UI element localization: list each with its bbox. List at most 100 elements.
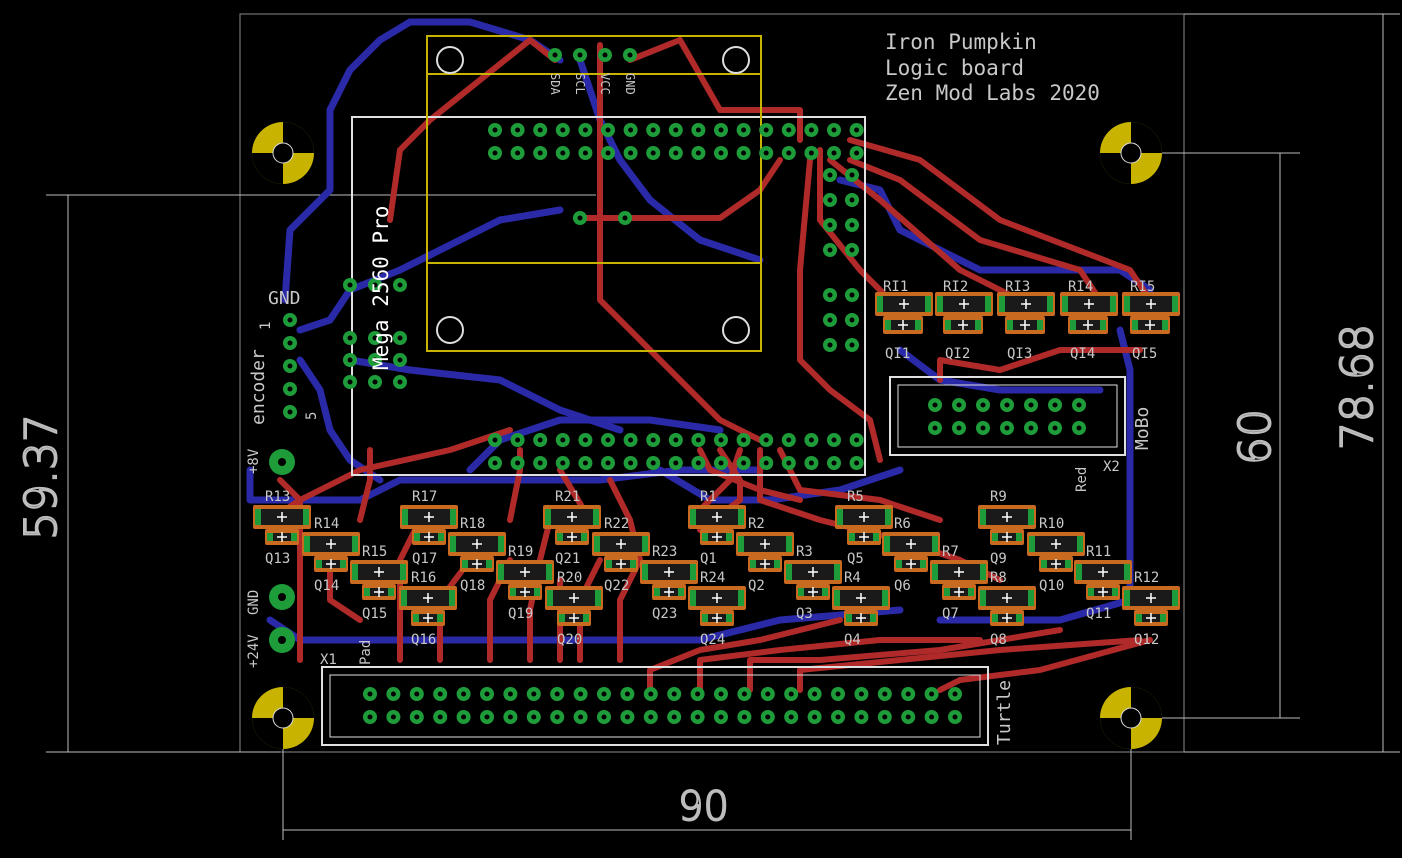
mega-side-pin [823, 168, 837, 182]
part-label: QI2 [945, 346, 970, 362]
x1-pin [573, 687, 588, 701]
transistor [412, 529, 446, 545]
x1-pin [597, 710, 611, 724]
part-label: Q24 [700, 632, 725, 648]
mega-pin [804, 433, 819, 447]
part-label: R11 [1086, 544, 1111, 560]
part-label: R13 [265, 489, 290, 505]
x1-pin [901, 710, 916, 724]
transistor-qi [943, 316, 983, 334]
x1-pin [667, 687, 682, 701]
x1-pin [737, 687, 752, 701]
mega-side-pin [845, 193, 859, 207]
x1-pin [760, 687, 775, 701]
header-pin [393, 375, 407, 389]
transistor [604, 556, 638, 572]
x1-pin [526, 710, 541, 724]
transistor [844, 610, 878, 626]
transistor [508, 584, 542, 600]
title-line-3: Zen Mod Labs 2020 [885, 81, 1100, 105]
mega-pin [849, 123, 864, 137]
x2-pin [976, 398, 990, 412]
part-label: Q6 [894, 578, 911, 594]
resistor [302, 532, 360, 556]
x1-pin [526, 687, 541, 701]
header-pin [393, 278, 407, 292]
header-pin [393, 331, 407, 345]
part-label: Q17 [412, 551, 437, 567]
part-label: Q1 [700, 551, 717, 567]
transistor [265, 529, 299, 545]
x1-pin [433, 710, 448, 724]
jumper-pad [618, 211, 632, 225]
header-pin [368, 375, 382, 389]
part-label: Q5 [847, 551, 864, 567]
mega-side-pin [845, 168, 859, 182]
x1-pin [503, 710, 518, 724]
transistor [362, 584, 396, 600]
power-terminal [269, 584, 295, 610]
part-label: R20 [557, 570, 582, 586]
x2-pin [928, 421, 942, 435]
mega-side-pin [845, 338, 859, 352]
rc-label-gnd: GND [623, 73, 637, 95]
part-label: RI4 [1068, 279, 1093, 295]
x1-pin [456, 710, 471, 724]
x2-pin [952, 398, 966, 412]
part-label: QI1 [885, 346, 910, 362]
transistor [990, 529, 1024, 545]
rc-pin [548, 48, 562, 62]
encoder-pin [283, 313, 297, 327]
mega-pin [488, 456, 502, 470]
mega-side-pin [845, 313, 859, 327]
rc-pin [598, 48, 612, 62]
mega-pin [578, 433, 593, 447]
x1-connector-outline [321, 666, 989, 746]
mega-pin [668, 146, 683, 160]
x1-pin [854, 710, 869, 724]
encoder-pin1-label: 1 [258, 322, 274, 330]
transistor-qi [1005, 316, 1045, 334]
part-label: QI3 [1007, 346, 1032, 362]
part-label: Q16 [411, 632, 436, 648]
part-label: R23 [652, 544, 677, 560]
header-pin [368, 353, 382, 367]
jumper-pad [573, 211, 587, 225]
x1-pin [831, 710, 845, 724]
resistor-ri [997, 292, 1055, 316]
mega-pin [714, 456, 728, 470]
transistor [700, 610, 734, 626]
mega-pin [804, 123, 819, 137]
x1-pin [784, 710, 799, 724]
resistor [882, 532, 940, 556]
part-label: R17 [412, 489, 437, 505]
transistor [847, 529, 881, 545]
x1-pin [620, 687, 635, 701]
resistor [1074, 560, 1132, 584]
mega-pin [736, 123, 751, 137]
resistor [496, 560, 554, 584]
mega-pin [623, 433, 638, 447]
transistor [990, 610, 1024, 626]
transistor [1134, 610, 1168, 626]
resistor [978, 505, 1036, 529]
part-label: R22 [604, 516, 629, 532]
mega-side-pin [823, 288, 837, 302]
part-label: RI3 [1005, 279, 1030, 295]
mega-pin [623, 456, 638, 470]
x2-connector-outline [889, 376, 1126, 456]
encoder-pin5-label: 5 [304, 412, 320, 420]
mega-pin [849, 456, 864, 470]
mega-pin [646, 456, 661, 470]
mega-pin [759, 433, 774, 447]
part-label: RI1 [883, 279, 908, 295]
resistor [688, 505, 746, 529]
mega-pin [691, 146, 706, 160]
resistor-ri [1122, 292, 1180, 316]
x1-pin [948, 710, 962, 724]
x1-pin [363, 687, 377, 701]
mega-pin [804, 456, 819, 470]
part-label: R14 [314, 516, 339, 532]
x1-pin [737, 710, 752, 724]
